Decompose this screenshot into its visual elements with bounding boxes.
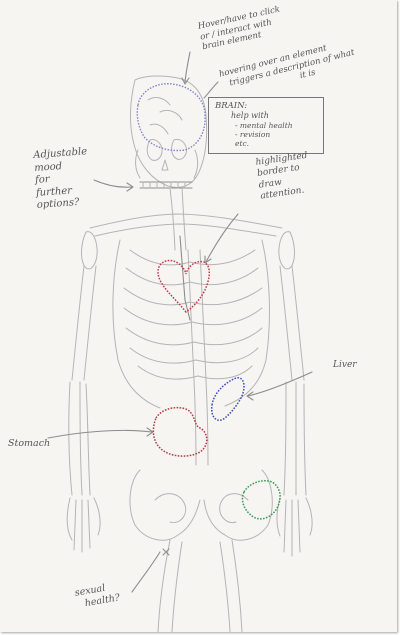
- brain-highlight[interactable]: [137, 84, 205, 151]
- label-liver: Liver: [333, 360, 357, 371]
- pelvis: [130, 470, 272, 632]
- note-highlight: highlighted border to draw attention.: [255, 151, 313, 203]
- left-arm: [67, 232, 100, 552]
- brain-box-subtitle: help with: [231, 111, 269, 121]
- brain-info-box: BRAIN: help with - mental health - revis…: [208, 97, 324, 154]
- stomach-highlight[interactable]: [153, 408, 206, 456]
- brain-box-item: etc.: [235, 139, 249, 148]
- brain-box-item: - revision: [235, 130, 270, 139]
- note-mood: Adjustable mood for further options?: [33, 146, 91, 212]
- label-stomach: Stomach: [8, 438, 50, 450]
- right-arm: [277, 232, 312, 556]
- brain-box-item: - mental health: [235, 121, 293, 130]
- spine: [170, 188, 208, 465]
